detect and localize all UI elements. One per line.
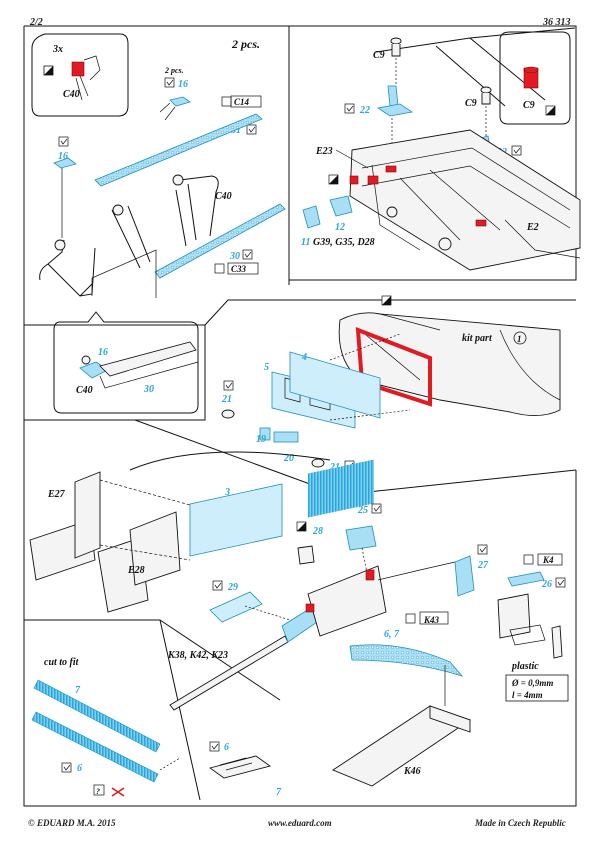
part-11-shape [302,205,321,229]
part-19-shape [259,427,271,441]
check-icon [164,77,175,88]
part-k46: K46 [403,766,421,777]
belt-strip-6 [31,711,159,783]
gun-parts: K38, K42, K23 [167,650,228,661]
part-e27: E27 [47,489,66,500]
part-22a: 22 [359,105,370,116]
part-26: 26 [541,579,552,590]
kit-part-num: 1 [517,334,522,344]
machine-gun-assembly: 28 25 29 K38, K42, K23 27 K4 26 K43 6, 7 [167,503,569,787]
mesh-frame-3 [189,483,283,557]
part-16: 16 [178,79,188,90]
part-27: 27 [477,560,489,571]
check-icon-22b [511,145,522,156]
c9-detail: C9 [523,100,535,111]
part-c14: C14 [234,97,250,107]
kit-part: kit part [462,333,493,344]
bracket-16-part [169,96,191,107]
red-mark-3 [475,219,487,227]
red-mark-2 [385,165,397,173]
c9-b: C9 [465,98,477,109]
bumper-assembly: C9 22 C9 22 C9 E23 12 [301,27,581,271]
part-29: 29 [227,582,238,593]
part-7b: 7 [276,787,282,798]
panel-dividers [23,25,577,807]
part-6-7: 6, 7 [384,629,400,640]
part-5: 5 [264,362,269,373]
rod-diameter: Ø = 0,9mm [511,678,553,688]
part-12-shape [329,195,353,217]
part-e2: E2 [526,222,539,233]
inset-bubble: 16 30 C40 [53,311,199,414]
rod-length: l = 4mm [512,690,543,700]
part-19: 19 [256,434,266,445]
part-21b: 21 [329,462,340,473]
icon-c33 [214,263,225,274]
check-icon-22a [344,103,355,114]
part-16b: 16 [58,151,68,162]
part-28: 28 [312,526,323,537]
check-icon-31 [246,124,257,135]
barrel-jacket-29 [209,591,263,623]
pieces-label: 2 pcs. [231,37,260,51]
part-20-shape [273,431,299,443]
sub-pieces-label: 2 pcs. [164,66,184,75]
grill-assembly: kit part 1 4 5 21 19 20 21 [221,295,561,473]
ammo-belt-6-7 [349,644,464,677]
part-30: 30 [229,251,240,262]
c9-a: C9 [373,50,385,61]
screen-assembly: E27 E28 3 [29,451,374,613]
part-20: 20 [283,453,294,464]
inset-part-c40: C40 [76,385,93,396]
part-k43: K43 [423,615,440,625]
icon-c14 [221,96,232,107]
red-part-icon [71,61,85,77]
bracket-16b-part [53,157,77,169]
part-12: 12 [335,222,345,233]
red-mark-1 [367,175,379,185]
svg-text:?: ? [96,787,100,796]
check-icon-16 [58,136,69,147]
cut-to-fit: cut to fit [44,657,80,668]
website-link[interactable]: www.eduard.com [268,818,332,828]
part-3: 3 [224,487,230,498]
part-21a: 21 [221,394,232,405]
detail-qty: 3x [52,44,63,55]
ammo-belt-cutting: cut to fit 7 6 ? 6 7 [31,657,282,798]
grill-red-frame [355,326,432,407]
part-4: 4 [301,352,307,363]
part-7a: 7 [75,685,81,696]
copyright: © EDUARD M.A. 2015 [28,818,116,828]
frame-c40 [39,174,219,297]
inset-part-16: 16 [98,347,108,358]
inset-part-30: 30 [143,384,154,395]
made-in: Made in Czech Republic [475,818,566,828]
belt-strip-7 [33,679,161,753]
part-31: 31 [230,125,241,136]
part-25: 25 [357,505,368,516]
mesh-3 [308,459,374,518]
kit-list: G39, G35, D28 [313,237,375,248]
part-c40: C40 [215,191,232,202]
step-board-30 [154,203,286,279]
set-code: 36 313 [543,17,571,28]
detail-bubble-c40: 3x C40 [31,33,129,117]
check-icon-30 [242,249,253,260]
part-c33: C33 [231,264,247,274]
part-6b: 6 [224,742,229,753]
part-e23: E23 [315,146,333,157]
page-number: 2/2 [30,17,43,28]
part-11: 11 [301,237,310,248]
grill-part-4 [289,351,381,419]
part-6a: 6 [77,763,82,774]
detail-part: C40 [63,89,80,100]
part-k4: K4 [542,555,554,565]
step-board-31 [94,113,263,187]
part-e28: E28 [127,565,145,576]
plastic-label: plastic [511,661,539,672]
